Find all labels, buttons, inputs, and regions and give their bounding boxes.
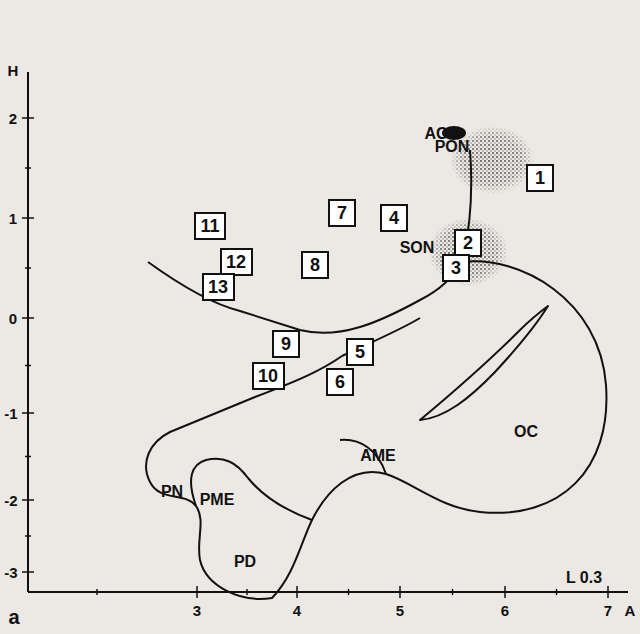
site-box: 11	[194, 212, 226, 240]
tick	[296, 586, 298, 598]
site-number: 13	[208, 278, 228, 296]
site-number: 2	[463, 234, 473, 252]
section-label: L 0.3	[566, 570, 602, 586]
site-number: 9	[281, 335, 291, 353]
tick	[25, 167, 31, 169]
tick-label: 2	[9, 111, 17, 126]
site-box: 9	[272, 330, 300, 358]
site-box: 6	[326, 368, 354, 396]
axis-letter: H	[8, 63, 19, 78]
site-number: 1	[535, 169, 545, 187]
tick	[452, 589, 454, 595]
tick	[22, 117, 34, 119]
tick	[607, 586, 609, 598]
site-box: 7	[328, 199, 356, 227]
site-box: 10	[252, 362, 285, 390]
site-box: 13	[202, 273, 235, 301]
site-box: 1	[526, 164, 554, 192]
tick	[25, 267, 31, 269]
region-label: PN	[161, 484, 183, 500]
son-stipple	[428, 218, 508, 286]
tick	[96, 589, 98, 595]
tick-label: -2	[4, 493, 17, 508]
tick-label: 3	[193, 603, 201, 618]
site-number: 3	[451, 259, 461, 277]
tick	[348, 589, 350, 595]
region-label: PME	[200, 492, 235, 508]
tick	[25, 535, 31, 537]
tick-label: -3	[4, 565, 17, 580]
brain-outline	[146, 150, 606, 599]
tick	[22, 217, 34, 219]
region-label: OC	[514, 424, 538, 440]
axis-letter: A	[625, 603, 636, 618]
tick-label: 6	[501, 603, 509, 618]
tick	[22, 412, 34, 414]
site-number: 7	[337, 204, 347, 222]
site-number: 8	[310, 256, 320, 274]
site-number: 5	[355, 343, 365, 361]
tick-label: 7	[604, 603, 612, 618]
region-label: PD	[234, 554, 256, 570]
site-number: 11	[200, 217, 219, 235]
tick	[504, 586, 506, 598]
axes	[28, 72, 628, 592]
panel-letter: a	[8, 607, 19, 627]
tick-label: -1	[4, 406, 17, 421]
tick	[25, 456, 31, 458]
site-number: 4	[389, 209, 399, 227]
region-label: SON	[400, 240, 435, 256]
site-box: 5	[346, 338, 374, 366]
tick	[22, 571, 34, 573]
tick	[25, 365, 31, 367]
tick	[246, 589, 248, 595]
site-box: 3	[442, 254, 470, 282]
region-label: PON	[435, 139, 470, 155]
site-number: 6	[335, 373, 345, 391]
site-box: 2	[454, 229, 482, 257]
site-box: 8	[301, 251, 329, 279]
tick	[399, 586, 401, 598]
site-box: 4	[380, 204, 408, 232]
tick	[556, 589, 558, 595]
site-number: 10	[258, 367, 278, 385]
tick-label: 4	[293, 603, 301, 618]
tick-label: 5	[396, 603, 404, 618]
tick-label: 1	[9, 211, 17, 226]
axis-ticks	[22, 118, 608, 598]
region-label: AME	[360, 448, 396, 464]
tick-label: 0	[9, 311, 17, 326]
tick	[22, 499, 34, 501]
tick	[196, 586, 198, 598]
site-number: 12	[226, 253, 246, 271]
tick	[22, 317, 34, 319]
site-box: 12	[220, 248, 253, 276]
